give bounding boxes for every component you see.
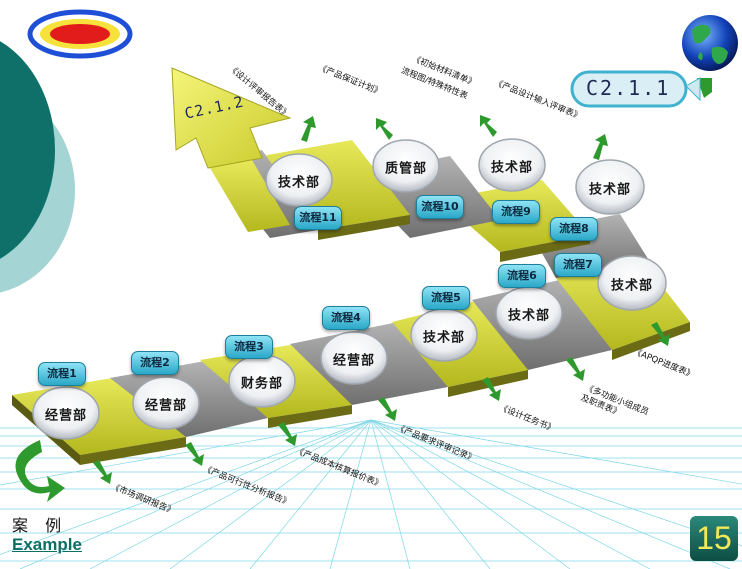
case-label: 案 例 [12,516,68,535]
code-pill [570,70,701,108]
globe-icon [682,15,738,71]
decor-circles [0,41,75,293]
dept-label-8: 技术部 [588,182,632,198]
dept-label-11: 技术部 [277,175,321,191]
green-arrows [15,78,712,502]
dept-label-3: 财务部 [240,376,284,392]
example-link[interactable]: Example [12,535,82,554]
dept-label-6: 技术部 [507,308,551,324]
dept-label-7: 技术部 [610,278,654,294]
dept-label-9: 技术部 [490,160,534,176]
step-tag-1: 流程1 [38,362,86,386]
step-tag-7: 流程7 [554,253,602,277]
dept-label-10: 质管部 [384,161,428,177]
step-tag-10: 流程10 [416,195,464,219]
grid-floor [0,419,742,569]
page-number: 15 [696,520,732,556]
dept-label-2: 经营部 [144,398,188,414]
step-tag-8: 流程8 [550,217,598,241]
step-tag-5: 流程5 [422,286,470,310]
step-tag-2: 流程2 [131,351,179,375]
step-tag-6: 流程6 [498,264,546,288]
dept-label-4: 经营部 [332,353,376,369]
step-tag-11: 流程11 [294,206,342,230]
logo-oval [27,9,133,59]
dept-label-5: 技术部 [422,330,466,346]
step-tag-3: 流程3 [225,335,273,359]
dept-circles [32,138,667,440]
page-number-tile [690,516,738,561]
code-c211: C2.1.1 [586,76,671,100]
step-tag-4: 流程4 [322,306,370,330]
dept-label-1: 经营部 [44,408,88,424]
step-tag-9: 流程9 [492,200,540,224]
